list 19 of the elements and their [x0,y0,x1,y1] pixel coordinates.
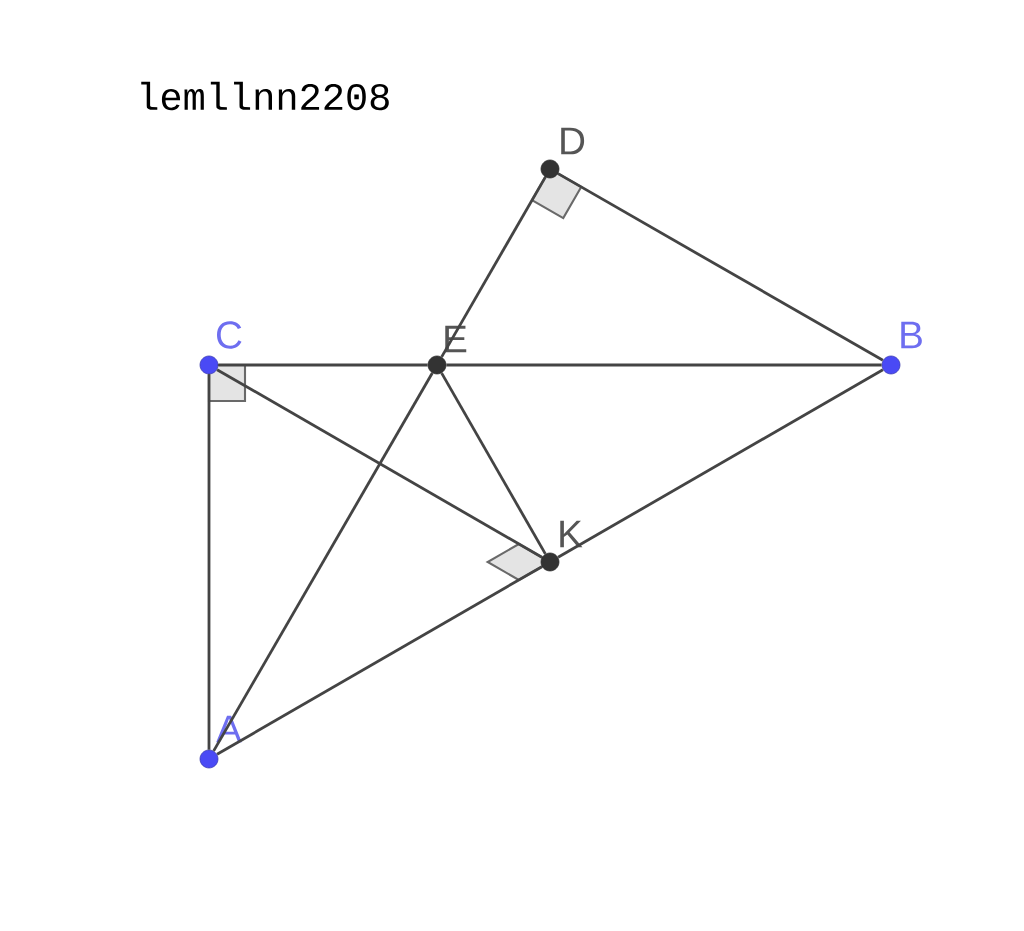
line-segment [440,372,547,555]
line-segment [212,372,434,752]
point: B [881,321,922,375]
watermark-text: lemllnn2208 [141,81,389,111]
line-segment [216,565,543,756]
line-segment [557,368,884,559]
point: D [540,127,585,179]
node-label: B [901,321,922,349]
line-segment [218,363,428,367]
node-label: D [561,127,585,155]
line-segment [216,368,543,559]
node-label: C [217,321,242,349]
point: C [199,321,242,375]
node-label: K [560,520,583,548]
line-segment [557,172,884,362]
line-segment [207,374,211,750]
line-segment [440,176,547,358]
line-segment [446,363,882,367]
point: K [540,520,583,572]
